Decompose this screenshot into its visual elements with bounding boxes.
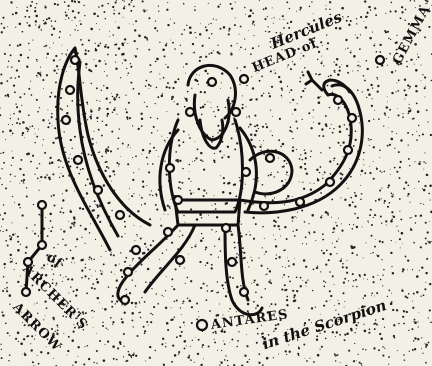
snake-right-tongue xyxy=(306,72,322,90)
hercules-beard xyxy=(200,120,223,148)
snake-left-coil-inner xyxy=(78,62,118,236)
snake-right-head xyxy=(324,80,350,95)
hercules-right-leg xyxy=(225,225,262,315)
head-star xyxy=(240,75,248,83)
antares-star xyxy=(197,320,207,330)
snake-left-coil xyxy=(58,48,150,250)
gemma-star xyxy=(376,56,384,64)
